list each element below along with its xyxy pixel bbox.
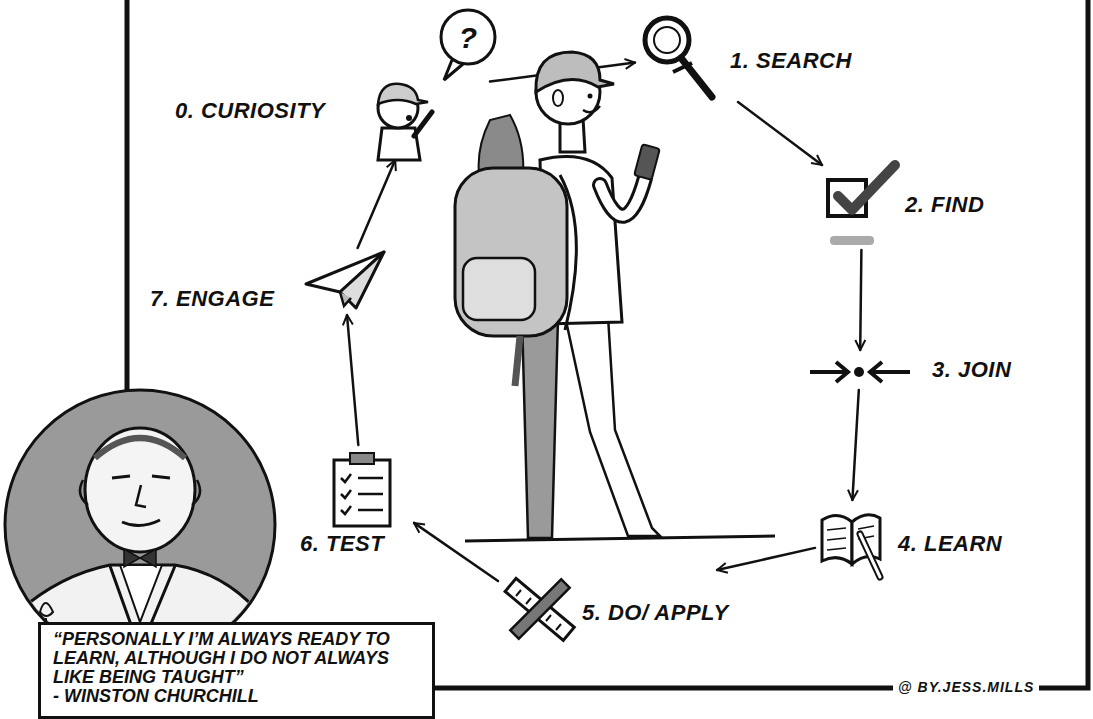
- step-node: 7. ENGAGE: [145, 248, 390, 315]
- portrait-hair: [95, 438, 185, 458]
- frame-line: [420, 0, 1088, 688]
- frame-line: [125, 0, 130, 392]
- question-mark-holder: ?: [442, 11, 494, 63]
- portrait-head: [85, 428, 195, 552]
- cycle-arrow: [738, 102, 822, 165]
- credit-text-holder: @ BY.JESS.MILLS: [893, 678, 1039, 696]
- cycle-arrow: [347, 315, 358, 445]
- backpack-pocket: [463, 258, 535, 320]
- step-node: 3. JOIN: [805, 350, 1040, 390]
- person-smile: [583, 106, 600, 112]
- phone: [634, 144, 660, 180]
- step-node: 2. FIND: [822, 158, 1012, 250]
- shadow-smudge: [830, 236, 874, 245]
- book-page: [822, 515, 852, 564]
- kid-cap: [378, 84, 428, 104]
- kid-mouth: [406, 115, 412, 121]
- checklist-lines: [341, 474, 383, 514]
- quote-text: “PERSONALLY I’M ALWAYS READY TO LEARN, A…: [53, 630, 420, 687]
- backpack: [455, 168, 567, 336]
- portrait-nose: [136, 485, 146, 507]
- clipboard-clip: [350, 453, 374, 464]
- join-dot: [854, 367, 864, 377]
- person-cap: [536, 52, 614, 92]
- portrait-ears: [80, 480, 200, 505]
- pencil: [860, 534, 880, 577]
- quote-attribution: - WINSTON CHURCHILL: [53, 687, 420, 706]
- cycle-arrow: [852, 390, 858, 500]
- cycle-arrow: [717, 548, 815, 570]
- credit-text: @ BY.JESS.MILLS: [898, 678, 1034, 696]
- clipboard: [334, 460, 390, 526]
- pencil: [510, 579, 569, 638]
- ruler: [505, 578, 574, 640]
- quote-box: “PERSONALLY I’M ALWAYS READY TO LEARN, A…: [38, 622, 435, 719]
- step-label: 5. DO/ APPLY: [582, 600, 729, 625]
- portrait-eyes: [112, 476, 170, 478]
- step-node: 5. DO/ APPLY: [498, 570, 776, 648]
- step-label: 1. SEARCH: [730, 48, 852, 73]
- step-label: 0. CURIOSITY: [175, 98, 325, 123]
- person-eye: [588, 94, 593, 99]
- magnifier-lens: [654, 27, 680, 53]
- check-mark: [838, 165, 895, 210]
- person-leg: [522, 318, 558, 538]
- speech-bubble: [441, 10, 495, 64]
- cycle-arrow: [860, 250, 861, 350]
- person-ear: [553, 90, 563, 106]
- paper-plane: [340, 292, 351, 306]
- step-label: 4. LEARN: [898, 531, 1002, 556]
- pencil: [860, 534, 880, 577]
- ground-line: [465, 536, 775, 541]
- step-label: 2. FIND: [905, 192, 984, 217]
- step-label: 6. TEST: [300, 531, 384, 556]
- portrait-bowtie: [124, 549, 156, 567]
- step-label: 7. ENGAGE: [150, 286, 274, 311]
- step-node: 6. TEST: [296, 445, 414, 560]
- step-label: 3. JOIN: [932, 357, 1011, 382]
- question-mark: ?: [459, 18, 477, 57]
- step-node: 1. SEARCH: [635, 12, 885, 102]
- join-arrow: [810, 362, 848, 382]
- magnifier-handle: [673, 63, 692, 72]
- portrait-circle: [5, 390, 275, 660]
- backpack-strap: [560, 175, 576, 330]
- step-node: 4. LEARN: [815, 500, 1025, 580]
- backpack-strap: [515, 336, 520, 386]
- person-leg: [565, 316, 660, 536]
- cycle-arrow: [358, 160, 396, 248]
- cycle-arrow: [414, 523, 498, 581]
- step-node: 0. CURIOSITY: [170, 10, 490, 160]
- join-arrow: [870, 362, 910, 382]
- portrait-shirt: [120, 565, 162, 622]
- paper-plane: [340, 252, 384, 308]
- person-arm: [600, 178, 645, 216]
- person-arm: [600, 178, 645, 216]
- portrait-mouth: [122, 520, 160, 526]
